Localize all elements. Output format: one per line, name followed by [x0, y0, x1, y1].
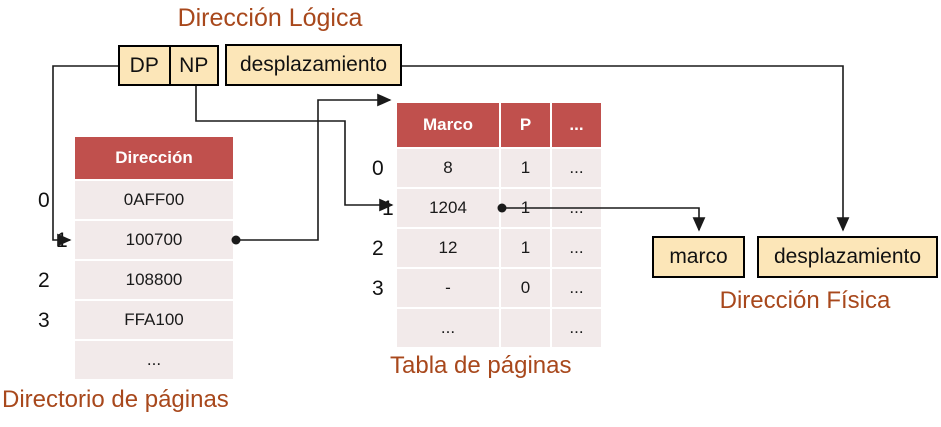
page-table-cell: 0 [501, 269, 550, 307]
directory-header-cell: Dirección [75, 137, 233, 179]
logical-offset-box: desplazamiento [225, 44, 402, 86]
page-table-cell: ... [552, 229, 601, 267]
directory-index-1: 1 [56, 229, 68, 252]
directory-row-3: FFA100 [75, 301, 233, 339]
page-table-label: Tabla de páginas [390, 352, 572, 379]
page-table-index-3: 3 [372, 277, 384, 300]
page-table-cell: - [397, 269, 499, 307]
directory-index-3: 3 [38, 309, 50, 332]
directory-index-0: 0 [38, 189, 50, 212]
page-table-cell [501, 309, 550, 347]
page-table-cell: ... [552, 189, 601, 227]
page-directory-label: Directorio de páginas [2, 386, 229, 413]
directory-row-0: 0AFF00 [75, 181, 233, 219]
physical-offset-box: desplazamiento [757, 236, 938, 278]
directory-row-2: 108800 [75, 261, 233, 299]
page-table-cell: 1 [501, 229, 550, 267]
page-table-index-0: 0 [372, 157, 384, 180]
page-table-header-marco: Marco [397, 103, 499, 147]
page-table-cell: 8 [397, 149, 499, 187]
page-table-cell: 12 [397, 229, 499, 267]
directory-index-2: 2 [38, 269, 50, 292]
page-table-header-p: P [501, 103, 550, 147]
np-field: NP [168, 47, 218, 84]
logical-address-dp-np-box: DP NP [118, 45, 219, 86]
page-table-cell: ... [552, 149, 601, 187]
page-table-index-1: 1 [382, 197, 394, 220]
page-table-cell: ... [552, 269, 601, 307]
page-table-cell: ... [552, 309, 601, 347]
directory-row-1: 100700 [75, 221, 233, 259]
page-table-cell: 1 [501, 189, 550, 227]
page-table-cell: 1 [501, 149, 550, 187]
physical-address-label: Dirección Física [719, 287, 891, 314]
page-table: Marco P ... 8 1 ... 1204 1 ... 12 1 ... … [397, 103, 601, 347]
physical-marco-box: marco [652, 236, 745, 278]
directory-row-ellipsis: ... [75, 341, 233, 379]
arrow-directory-row1-to-pagetable [236, 93, 392, 241]
dp-field: DP [129, 53, 159, 77]
logical-address-title: Dirección Lógica [177, 4, 363, 32]
page-table-cell: ... [397, 309, 499, 347]
page-table-cell: 1204 [397, 189, 499, 227]
page-directory-table: Dirección 0AFF00 100700 108800 FFA100 ..… [75, 137, 233, 379]
page-table-index-2: 2 [372, 237, 384, 260]
page-table-header-more: ... [552, 103, 601, 147]
